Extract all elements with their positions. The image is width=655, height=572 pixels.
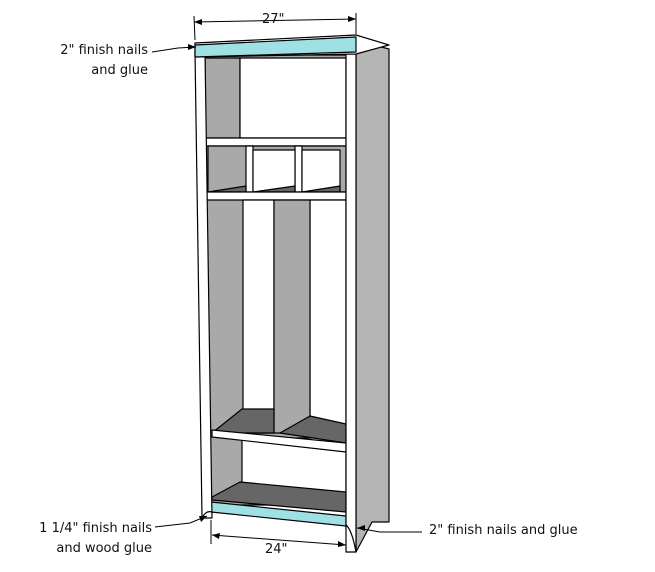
cubby-divider-2 [294,145,303,193]
upper-divider [204,57,241,139]
annotation-bottom-left-line-2: and wood glue [56,541,152,556]
cubby-middle-wall [252,149,296,193]
right-side-panel [355,39,390,553]
leader-arrow-bottom-left [199,516,207,522]
arrow-top-right [348,16,356,22]
cubby-right-wall [301,149,341,193]
arrow-bottom-right [338,541,346,547]
locker-right-opening [309,199,347,434]
annotation-bottom-left-line-1: 1 1/4" finish nails [39,521,152,536]
top-trim [194,36,357,58]
leader-arrow-bottom-right [357,525,365,531]
annotation-bottom-right: 2" finish nails and glue [429,523,578,538]
leader-bottom-left [154,515,208,528]
annotation-top-left-line-1: 2" finish nails [60,43,148,58]
locker-left-opening [242,199,275,434]
locker-center-divider [273,199,311,434]
locker-floor-left [211,408,275,434]
annotation-top-left-line-2: and glue [91,63,148,78]
leader-arrow-top-left [188,44,196,50]
upper-opening [239,57,347,139]
cubby-divider-1 [245,145,254,193]
arrow-bottom-left [212,533,220,539]
kick-arc-right [345,524,357,553]
middle-shelf [204,191,347,201]
top-width-label: 27" [262,12,285,27]
top-dim-line [193,18,357,23]
top-dim-tick-left [193,15,196,41]
right-front-stile [345,51,357,553]
arrow-top-left [194,19,202,25]
top-shelf [204,137,347,147]
bottom-dim-line [211,534,347,546]
bottom-width-label: 24" [265,542,288,557]
